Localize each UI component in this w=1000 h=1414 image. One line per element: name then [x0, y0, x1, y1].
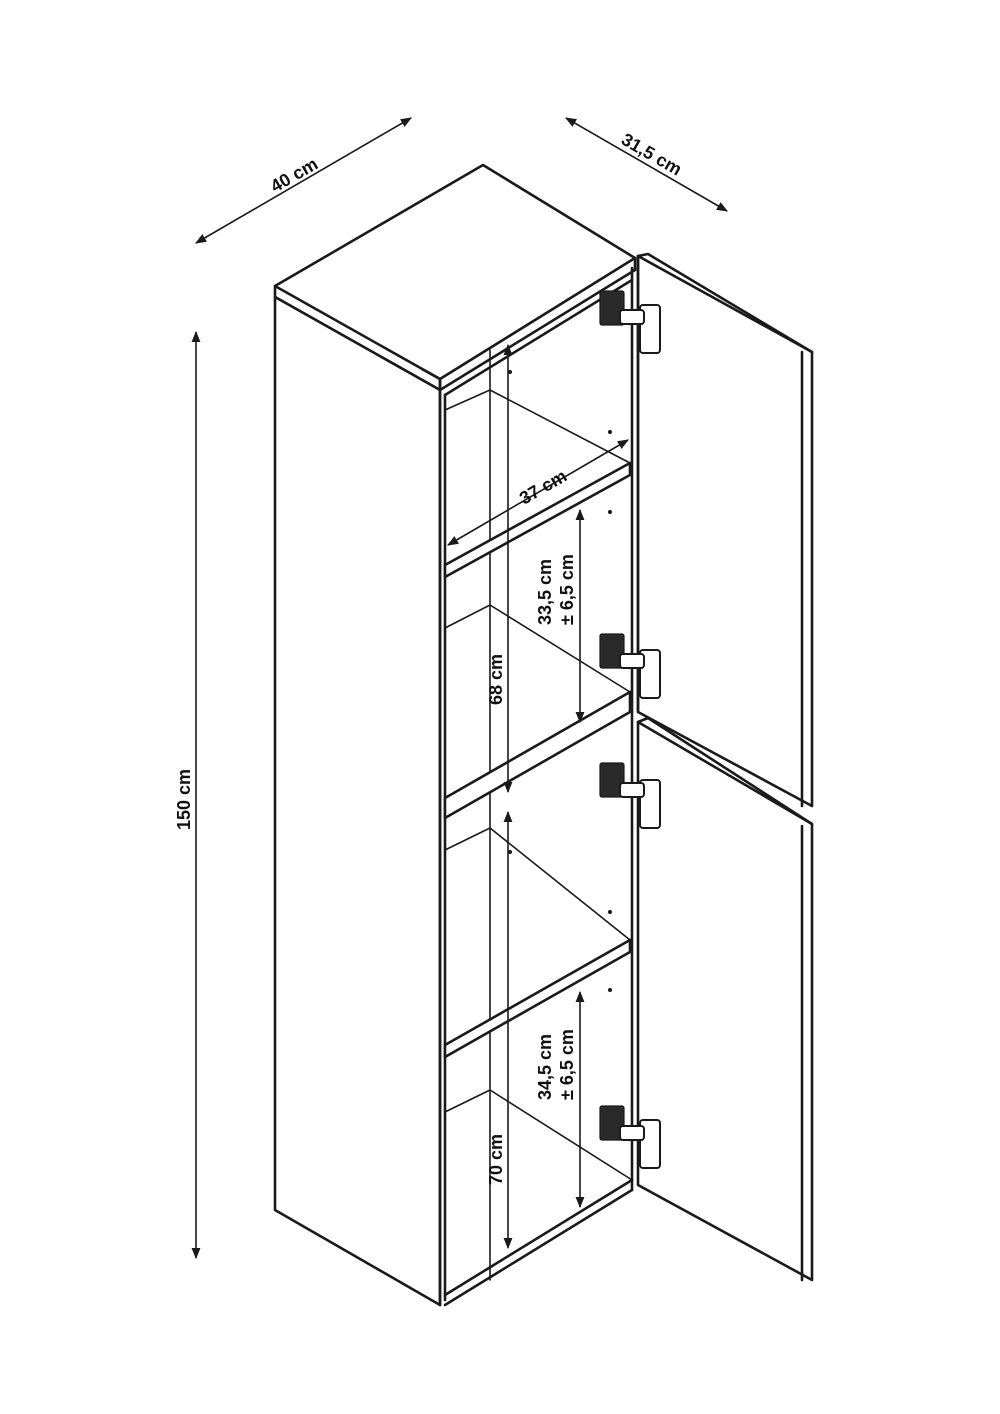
- width-label: 40 cm: [267, 154, 321, 197]
- shelf-depth-dimension-line: [447, 439, 629, 546]
- hinge-icon: [599, 762, 661, 829]
- hinge-icon: [599, 633, 661, 699]
- upper-door: [636, 252, 814, 808]
- lower-shelf-tolerance-label: ± 6,5 cm: [557, 1029, 577, 1100]
- middle-shelf: [443, 690, 632, 820]
- depth-dimension-line: [565, 117, 728, 212]
- height-label: 150 cm: [174, 769, 194, 830]
- lower-shelf: [443, 938, 632, 1059]
- hinge-icon: [599, 290, 661, 354]
- upper-shelf-height-label: 33,5 cm: [535, 559, 555, 625]
- lower-compartment-label: 70 cm: [486, 1134, 506, 1185]
- lower-shelf-height-label: 34,5 cm: [535, 1034, 555, 1100]
- hinge-icon: [599, 1105, 661, 1169]
- cabinet-body: [273, 163, 637, 1307]
- upper-compartment-label: 68 cm: [486, 654, 506, 705]
- lower-door: [636, 716, 814, 1282]
- left-side-panel: [273, 295, 442, 1307]
- upper-shelf-tolerance-label: ± 6,5 cm: [557, 554, 577, 625]
- width-dimension-line: [195, 117, 412, 244]
